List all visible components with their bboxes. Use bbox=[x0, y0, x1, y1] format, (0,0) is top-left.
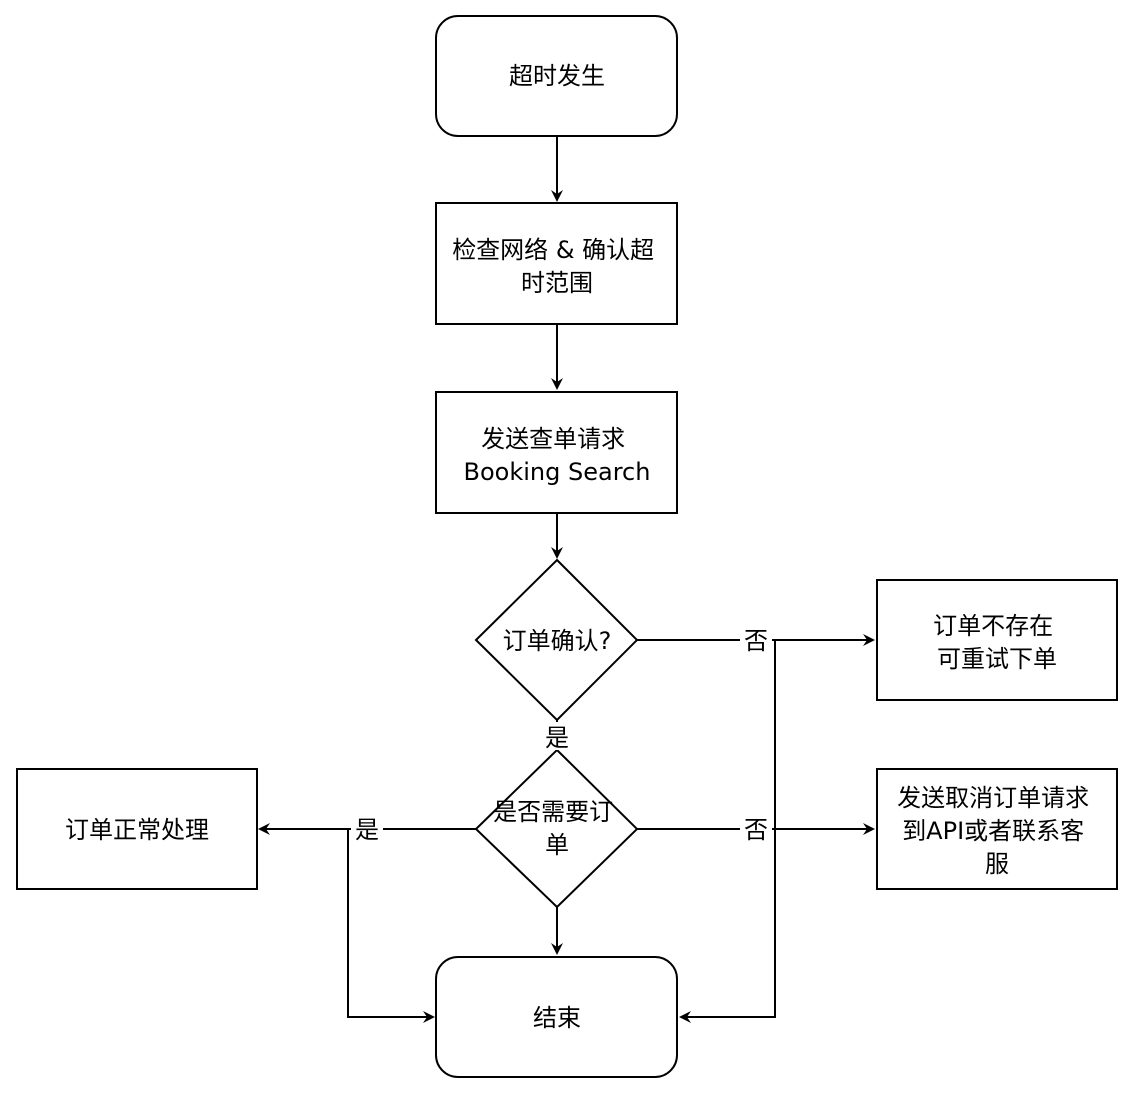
order-missing-process-shape bbox=[876, 579, 1118, 701]
cancel-request-label: 发送取消订单请求 到API或者联系客 服 bbox=[897, 784, 1097, 878]
node-booking-search[interactable]: 发送查单请求 Booking Search bbox=[435, 391, 678, 514]
edge-label-need-no-text: 否 bbox=[744, 816, 768, 844]
edge-label-need-no: 否 bbox=[740, 814, 772, 844]
edge-label-confirmed-yes-bg bbox=[541, 722, 573, 750]
edge-label-need-yes: 是 bbox=[351, 814, 383, 844]
end-terminal-shape bbox=[435, 956, 678, 1078]
edge-no-branch-to-end bbox=[679, 640, 776, 1023]
normal-process-process-shape bbox=[16, 768, 258, 890]
order-confirmed-decision-shape bbox=[474, 558, 639, 722]
order-confirmed-label: 订单确认? bbox=[503, 627, 612, 655]
check-network-label: 检查网络 & 确认超 时范围 bbox=[452, 236, 662, 297]
edge-label-confirmed-no-text: 否 bbox=[744, 627, 768, 655]
node-start[interactable]: 超时发生 bbox=[435, 15, 678, 137]
edge-yes-branch-to-end bbox=[347, 829, 435, 1023]
edge-label-need-yes-bg bbox=[351, 814, 383, 844]
edge-label-need-yes-text: 是 bbox=[355, 816, 379, 844]
edge-label-confirmed-no: 否 bbox=[740, 625, 772, 655]
edge-label-confirmed-no-bg bbox=[740, 625, 772, 655]
booking-search-label: 发送查单请求 Booking Search bbox=[464, 425, 651, 486]
node-need-order[interactable]: 是否需要订 单 bbox=[474, 748, 639, 909]
edge-label-confirmed-yes: 是 bbox=[541, 722, 573, 752]
check-network-process-shape bbox=[435, 202, 678, 325]
start-label: 超时发生 bbox=[509, 62, 605, 90]
end-label: 结束 bbox=[533, 1004, 581, 1032]
node-cancel-request[interactable]: 发送取消订单请求 到API或者联系客 服 bbox=[876, 768, 1118, 890]
node-end[interactable]: 结束 bbox=[435, 956, 678, 1078]
node-normal-process[interactable]: 订单正常处理 bbox=[16, 768, 258, 890]
edge-label-need-no-bg bbox=[740, 814, 772, 844]
start-terminal-shape bbox=[435, 15, 678, 137]
node-order-confirmed[interactable]: 订单确认? bbox=[474, 558, 639, 722]
normal-process-label: 订单正常处理 bbox=[65, 816, 209, 844]
node-check-network[interactable]: 检查网络 & 确认超 时范围 bbox=[435, 202, 678, 325]
need-order-label: 是否需要订 单 bbox=[493, 798, 621, 859]
order-missing-label: 订单不存在 可重试下单 bbox=[933, 612, 1061, 673]
cancel-request-process-shape bbox=[876, 768, 1118, 890]
need-order-decision-shape bbox=[474, 748, 639, 909]
node-order-missing[interactable]: 订单不存在 可重试下单 bbox=[876, 579, 1118, 701]
booking-search-process-shape bbox=[435, 391, 678, 514]
edge-label-confirmed-yes-text: 是 bbox=[545, 724, 569, 752]
